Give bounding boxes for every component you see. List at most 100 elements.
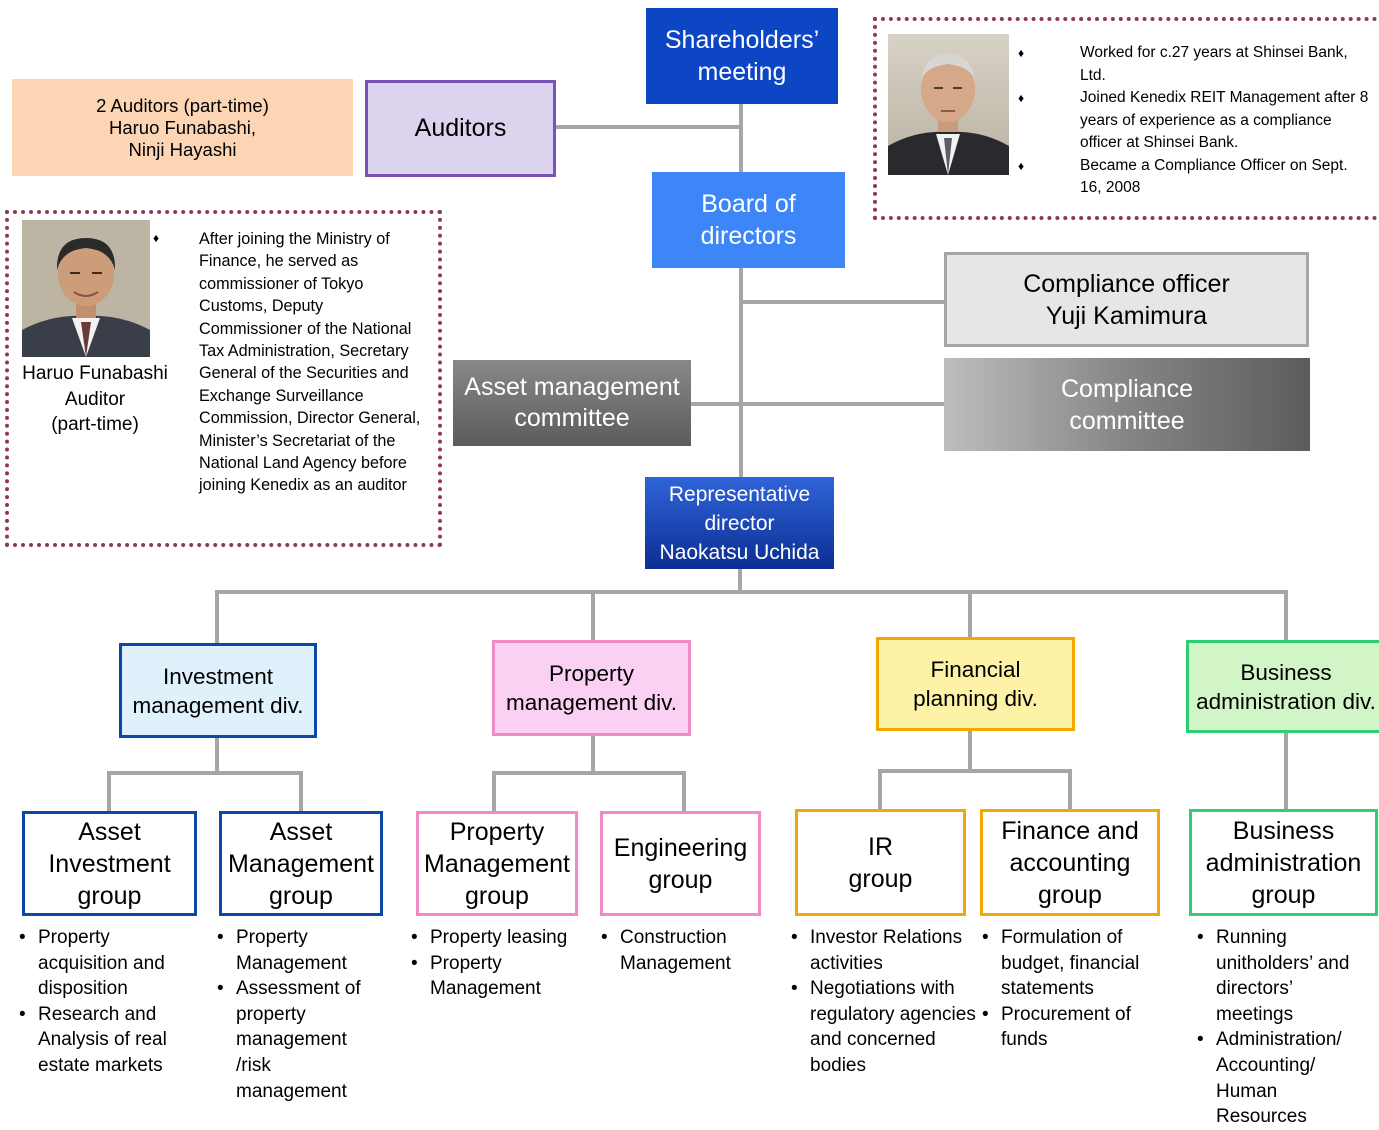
box-line: directors: [700, 222, 797, 250]
connector-line: [682, 771, 686, 811]
compliance-officer-bio-panel: [873, 17, 1379, 220]
box-line: Engineering: [613, 833, 748, 862]
auditor-bio-panel: [5, 210, 442, 547]
connector-line: [107, 771, 303, 775]
division-box: Property management div.: [492, 640, 691, 736]
box-line: 2 Auditors (part-time): [96, 94, 269, 116]
box-line: Finance and: [1001, 816, 1139, 845]
box-line: Property: [548, 661, 635, 686]
box-line: Asset management: [464, 373, 680, 401]
duty-item: Negotiations with regulatory agencies an…: [788, 976, 978, 1078]
duty-item: Administration/ Accounting/ Human Resour…: [1194, 1027, 1369, 1129]
group-box: Asset Management group: [219, 811, 383, 916]
box-line: administration div.: [1196, 688, 1376, 714]
box-line: Compliance officer: [1023, 269, 1230, 298]
connector-line: [492, 771, 686, 775]
box-line: committee: [514, 404, 630, 432]
connector-line: [968, 731, 972, 771]
box-line: accounting: [1009, 848, 1131, 877]
duties-list: Property acquisition and disposition Res…: [16, 925, 192, 1079]
box-line: Financial: [930, 657, 1021, 682]
box-line: Naokatsu Uchida: [659, 540, 820, 564]
box-line: Representative: [668, 482, 811, 506]
representative-director-box: Representative director Naokatsu Uchida: [645, 477, 834, 569]
box-line: group: [1038, 880, 1102, 909]
box-line: management div.: [132, 692, 304, 718]
box-line: Asset: [269, 817, 333, 846]
box-line: group: [648, 865, 713, 894]
connector-line: [215, 590, 219, 643]
connector-line: [591, 590, 595, 640]
box-line: group: [77, 881, 142, 910]
group-box: IR group: [795, 809, 966, 916]
connector-line: [741, 300, 945, 304]
box-line: Management: [424, 849, 570, 878]
connector-line: [1284, 733, 1288, 809]
bio-bullet: Worked for c.27 years at Shinsei Bank, L…: [1018, 42, 1372, 87]
connector-line: [299, 771, 303, 811]
connector-line: [690, 402, 944, 406]
auditor-role: Auditor: [64, 388, 126, 410]
bio-bullet: Joined Kenedix REIT Management after 8 y…: [1018, 87, 1372, 155]
duty-item: Property Management: [408, 951, 568, 1002]
box-line: group: [465, 881, 529, 910]
person-photo-icon: [22, 220, 150, 357]
box-line: Yuji Kamimura: [1045, 301, 1208, 330]
box-line: group: [1251, 880, 1316, 909]
connector-line: [215, 736, 219, 773]
box-line: Property: [449, 817, 545, 846]
group-box: Asset Investment group: [22, 811, 197, 916]
duties-list: Running unitholders’ and directors’ meet…: [1194, 925, 1369, 1130]
duty-item: Running unitholders’ and directors’ meet…: [1194, 925, 1369, 1027]
connector-line: [556, 125, 741, 129]
box-line: Investment: [162, 663, 274, 689]
connector-line: [107, 771, 111, 811]
duties-list: Property leasing Property Management: [408, 925, 568, 1002]
box-line: Auditors: [414, 114, 507, 143]
duty-item: Property Management: [214, 925, 384, 976]
duties-list: Investor Relations activities Negotiatio…: [788, 925, 978, 1079]
duties-list: Construction Management: [598, 925, 758, 976]
auditors-box: Auditors: [365, 80, 556, 177]
box-line: group: [269, 881, 333, 910]
box-line: Business: [1240, 659, 1332, 685]
auditor-role-detail: (part-time): [51, 414, 139, 435]
compliance-officer-box: Compliance officer Yuji Kamimura: [944, 252, 1309, 347]
auditor-bio-text: After joining the Ministry of Finance, h…: [199, 230, 421, 495]
shareholders-meeting-box: Shareholders’ meeting: [646, 8, 838, 104]
auditor-caption: Haruo Funabashi Auditor (part-time): [10, 361, 180, 438]
box-line: Management: [228, 849, 374, 878]
compliance-officer-bio-list: Worked for c.27 years at Shinsei Bank, L…: [1018, 42, 1372, 200]
connector-line: [591, 736, 595, 773]
box-line: administration: [1205, 848, 1362, 877]
auditor-name: Haruo Funabashi: [22, 363, 168, 384]
box-line: director: [704, 511, 775, 535]
group-box: Business administration group: [1189, 809, 1378, 916]
connector-line: [968, 590, 972, 637]
duty-item: Formulation of budget, financial stateme…: [979, 925, 1164, 1002]
connector-line: [739, 268, 743, 478]
box-line: group: [848, 864, 913, 893]
connector-line: [878, 769, 1072, 773]
box-line: Asset: [78, 817, 141, 846]
group-box: Engineering group: [600, 811, 761, 916]
division-box: Investment management div.: [119, 643, 317, 738]
division-box: Financial planning div.: [876, 637, 1075, 731]
group-box: Property Management group: [416, 811, 578, 916]
asset-management-committee-box: Asset management committee: [453, 360, 691, 446]
box-line: planning div.: [913, 686, 1038, 711]
duty-item: Property leasing: [408, 925, 568, 951]
division-box: Business administration div.: [1186, 640, 1379, 733]
box-line: Compliance: [1060, 374, 1193, 403]
duty-item: Procurement of funds: [979, 1002, 1164, 1053]
compliance-committee-box: Compliance committee: [944, 358, 1310, 451]
box-line: Investment: [48, 849, 171, 878]
box-line: IR: [868, 832, 893, 861]
box-line: Haruo Funabashi,: [108, 116, 257, 138]
box-line: meeting: [697, 58, 787, 86]
board-of-directors-box: Board of directors: [652, 172, 845, 268]
box-line: management div.: [506, 690, 677, 715]
person-photo-icon: [888, 34, 1009, 175]
connector-line: [492, 771, 496, 811]
box-line: Shareholders’: [664, 26, 820, 54]
